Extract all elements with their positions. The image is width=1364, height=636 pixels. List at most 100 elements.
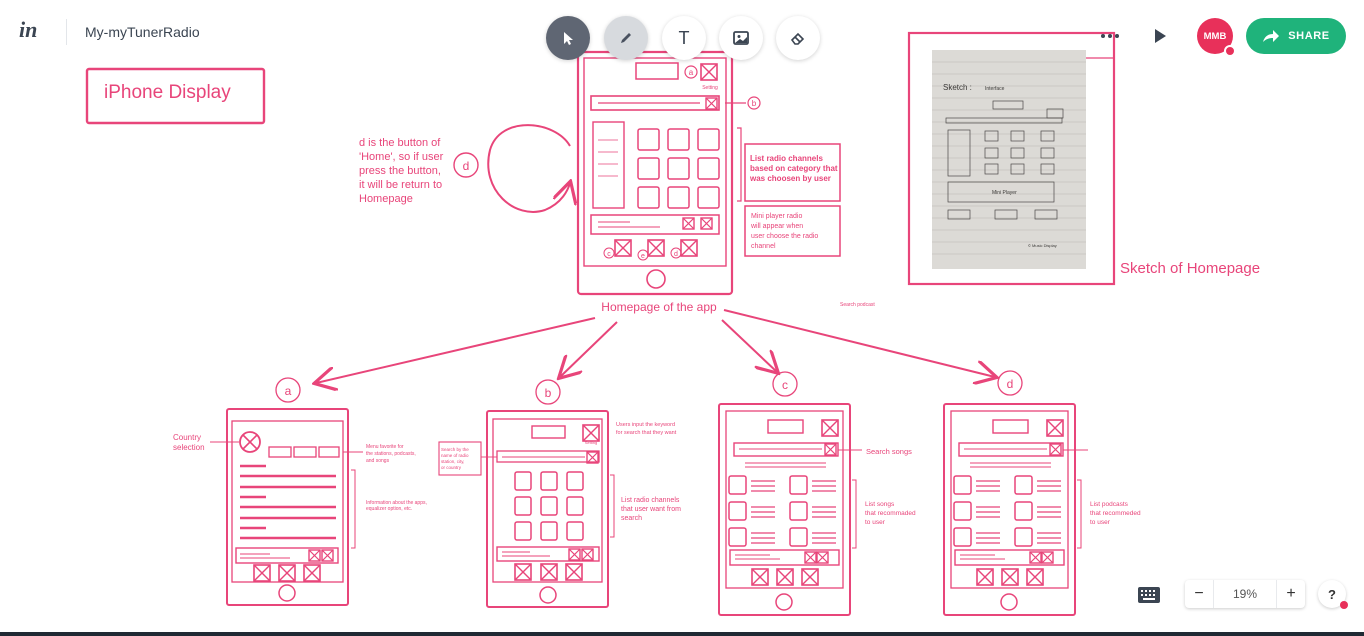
keyboard-shortcuts-button[interactable] (1138, 587, 1160, 608)
play-icon (1155, 29, 1166, 43)
svg-text:Menu favorite for: Menu favorite for (366, 444, 404, 450)
list-radio-note: List radio channels based on category th… (749, 154, 838, 183)
more-options-button[interactable] (1098, 26, 1122, 46)
marker-c-screen: c (782, 378, 788, 392)
sketch-photo-label: Interface (985, 86, 1005, 92)
svg-text:to user: to user (865, 519, 886, 526)
svg-text:will appear when: will appear when (750, 223, 803, 230)
marker-d-circle (453, 152, 479, 178)
search-podcast-label: Search podcast (840, 302, 875, 308)
svg-text:'Home', so if user: 'Home', so if user (359, 151, 444, 163)
svg-text:that recommaded: that recommaded (865, 510, 916, 517)
loop-arrow (487, 124, 570, 213)
svg-text:the stations, podcasts,: the stations, podcasts, (366, 451, 416, 457)
svg-text:List radio channels: List radio channels (750, 154, 823, 163)
svg-text:equalizer option, etc.: equalizer option, etc. (366, 506, 412, 512)
share-button[interactable]: SHARE (1246, 18, 1346, 54)
screen-d-list-note: List podcasts that recommeded to user (1090, 501, 1141, 526)
wireframe-c (718, 371, 862, 616)
svg-text:List songs: List songs (865, 501, 895, 508)
share-label: SHARE (1288, 30, 1330, 42)
svg-text:search: search (621, 515, 642, 522)
avatar-status-dot (1224, 45, 1236, 57)
homepage-wireframe (576, 50, 841, 296)
invision-logo[interactable]: in (18, 16, 46, 44)
svg-text:in: in (19, 17, 37, 42)
image-tool-button[interactable] (719, 16, 763, 60)
svg-text:station, city,: station, city, (441, 459, 464, 464)
bottom-edge-bar (0, 632, 1364, 636)
marker-a-screen: a (285, 384, 292, 398)
help-notification-dot (1340, 601, 1348, 609)
header-divider (66, 19, 67, 45)
svg-text:channel: channel (751, 243, 776, 250)
wireframe-b (438, 379, 615, 608)
svg-text:for search that they want: for search that they want (616, 430, 677, 436)
svg-text:iPhone Display: iPhone Display (104, 82, 231, 103)
svg-text:press the button,: press the button, (359, 165, 441, 177)
text-tool-button[interactable]: T (662, 16, 706, 60)
screen-b-notes: Users input the keyword for search that … (441, 422, 681, 522)
sketch-photo-frame: Sketch : Interface Mini Player © Music D… (907, 31, 1116, 286)
text-t-icon: T (678, 27, 690, 48)
svg-text:d is the button of: d is the button of (359, 137, 441, 149)
zoom-out-button[interactable]: − (1194, 585, 1204, 602)
svg-text:List podcasts: List podcasts (1090, 501, 1129, 508)
setting-label-b: Setting (585, 440, 597, 445)
share-arrow-icon (1263, 30, 1280, 42)
svg-text:Users input the keyword: Users input the keyword (616, 422, 675, 428)
zoom-in-button[interactable]: + (1286, 585, 1296, 602)
screen-a-notes: Country selection (173, 433, 205, 452)
eraser-tool-button[interactable] (776, 16, 820, 60)
pen-tool-button[interactable] (604, 16, 648, 60)
svg-text:Information about the apps,: Information about the apps, (366, 500, 427, 506)
svg-text:Search by the: Search by the (441, 447, 469, 452)
marker-b-top: b (752, 99, 757, 108)
iphone-display-label: iPhone Display (85, 67, 266, 125)
project-title[interactable]: My-myTunerRadio (85, 24, 200, 40)
screen-c-list-note: List songs that recommaded to user (865, 501, 916, 526)
marker-e-top: e (641, 253, 645, 260)
homepage-caption: Homepage of the app (601, 300, 717, 314)
svg-text:to user: to user (1090, 519, 1111, 526)
search-songs-label: Search songs (866, 447, 912, 456)
svg-text:Country: Country (173, 433, 201, 442)
screen-a-menu-note: Menu favorite for the stations, podcasts… (366, 444, 427, 512)
svg-text:List radio channels: List radio channels (621, 497, 680, 504)
svg-text:that user want from: that user want from (621, 506, 681, 513)
marker-b-screen: b (545, 386, 552, 400)
svg-text:selection: selection (173, 443, 205, 452)
svg-text:user choose the radio: user choose the radio (751, 233, 818, 240)
marker-d-top: d (674, 251, 678, 258)
sketch-photo-footer: © Music Display (1028, 243, 1057, 248)
svg-text:or country: or country (441, 465, 462, 470)
marker-c-top: c (607, 251, 611, 258)
more-dots-icon (1101, 34, 1119, 38)
present-button[interactable] (1150, 26, 1170, 46)
cursor-arrow-icon (564, 32, 573, 45)
image-icon (733, 31, 749, 45)
setting-label: Setting (702, 85, 718, 91)
pencil-icon (621, 33, 631, 43)
svg-text:Mini player radio: Mini player radio (751, 213, 802, 220)
svg-text:it will be return to: it will be return to (359, 179, 442, 191)
svg-text:and songs: and songs (366, 458, 390, 464)
sketch-photo-mini-player: Mini Player (992, 190, 1017, 196)
svg-text:was choosen by user: was choosen by user (749, 174, 831, 183)
sketch-photo-title: Sketch : (943, 83, 972, 92)
svg-text:that recommeded: that recommeded (1090, 510, 1141, 517)
zoom-controls: − 19% + (1185, 580, 1305, 608)
marker-d-screen: d (1007, 377, 1014, 391)
select-tool-button[interactable] (546, 16, 590, 60)
wireframe-d (943, 370, 1088, 616)
flow-arrows (316, 309, 995, 383)
svg-text:Homepage: Homepage (359, 193, 413, 205)
svg-text:name of radio: name of radio (441, 453, 469, 458)
home-button-note: d is the button of 'Home', so if user pr… (359, 137, 444, 205)
zoom-level[interactable]: 19% (1213, 580, 1277, 608)
marker-d-note: d (463, 159, 470, 173)
mini-player-note: Mini player radio will appear when user … (750, 213, 818, 250)
svg-text:based on category that: based on category that (750, 164, 838, 173)
wireframe-a (210, 377, 363, 606)
